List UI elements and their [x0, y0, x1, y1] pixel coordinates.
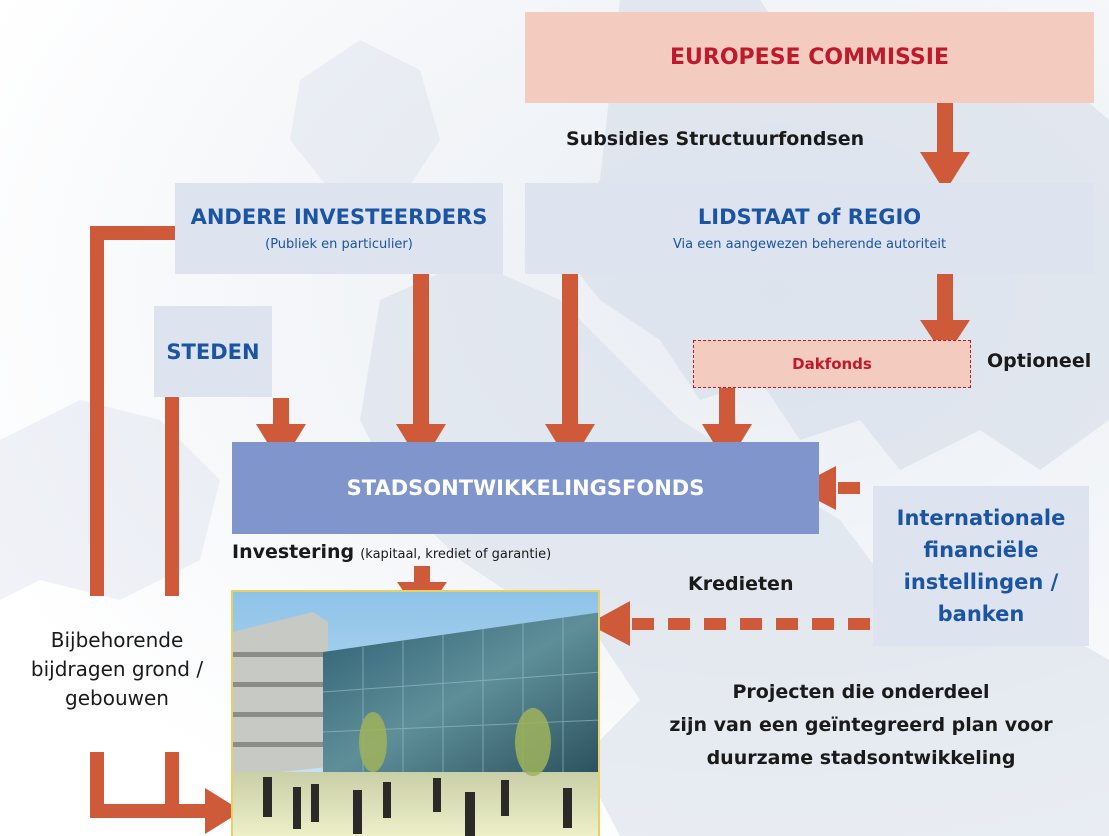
stadsontwikkelingsfonds-box: STADSONTWIKKELINGSFONDS: [232, 442, 819, 534]
dash-intl-projects-4: [740, 618, 762, 630]
dash-intl-fonds-1: [838, 482, 860, 494]
dash-intl-projects-6: [668, 618, 690, 630]
map-landmass-center: [360, 260, 1109, 836]
connector-andere-vertical-upper: [90, 226, 104, 596]
arrow-contributions-head: [205, 788, 242, 834]
projecten-line-3: duurzame stadsontwikkeling: [706, 747, 1016, 769]
dakfonds-box: Dakfonds: [693, 340, 971, 388]
photo-plaza-ground: [233, 772, 598, 836]
bijbehorende-label: Bijbehorende bijdragen grond / gebouwen: [10, 626, 224, 713]
intl-line-4: banken: [937, 602, 1025, 626]
projecten-label: Projecten die onderdeel zijn van een geï…: [637, 676, 1085, 775]
steden-box: STEDEN: [154, 306, 272, 397]
arrow-steden-to-fonds-shaft: [273, 398, 289, 426]
connector-bottom-horizontal: [90, 804, 210, 818]
projects-photo-illustration: [233, 592, 598, 836]
lidstaat-box: LIDSTAAT of REGIO Via een aangewezen beh…: [525, 183, 1094, 274]
arrow-ec-to-lidstaat-head: [920, 152, 970, 192]
arrow-andere-to-fonds-shaft: [413, 274, 429, 426]
map-island: [290, 40, 440, 200]
optioneel-label: Optioneel: [987, 350, 1092, 372]
europese-commissie-box: EUROPESE COMMISSIE: [525, 12, 1094, 103]
connector-steden-vertical-lower: [165, 752, 179, 818]
arrow-ec-to-lidstaat-shaft: [937, 103, 953, 155]
stadsontwikkelingsfonds-title: STADSONTWIKKELINGSFONDS: [346, 476, 705, 500]
connector-andere-vertical-lower: [90, 752, 104, 818]
dash-intl-projects-3: [776, 618, 798, 630]
connector-steden-vertical-upper: [165, 374, 179, 596]
arrow-lidstaat-to-dakfonds-head: [920, 320, 970, 358]
lidstaat-subtitle: Via een aangewezen beherende autoriteit: [672, 237, 947, 252]
dash-intl-projects-2: [812, 618, 834, 630]
arrow-dakfonds-to-fonds-shaft: [719, 388, 735, 426]
andere-investeerders-subtitle: (Publiek en particulier): [265, 237, 413, 252]
dash-intl-projects-1: [848, 618, 870, 630]
projecten-line-2: zijn van een geïntegreerd plan voor: [669, 714, 1053, 736]
connector-andere-horizontal: [90, 226, 175, 240]
intl-line-2: financiële: [923, 538, 1039, 562]
andere-investeerders-title: ANDERE INVESTEERDERS: [190, 205, 488, 229]
subsidies-label: Subsidies Structuurfondsen: [566, 128, 865, 150]
photo-parking-building: [233, 612, 328, 777]
andere-investeerders-box: ANDERE INVESTEERDERS (Publiek en particu…: [175, 183, 503, 274]
intl-line-1: Internationale: [896, 506, 1066, 530]
arrow-fonds-to-projects-shaft: [414, 566, 430, 584]
projecten-line-1: Projecten die onderdeel: [732, 681, 990, 703]
photo-trees: [359, 708, 551, 776]
arrow-intl-to-projects-head: [588, 601, 630, 646]
lidstaat-title: LIDSTAAT of REGIO: [697, 205, 922, 229]
photo-parking-floors: [233, 652, 328, 747]
bijbehorende-line-2: bijdragen grond /: [30, 657, 204, 681]
internationale-instellingen-box: Internationale financiële instellingen /…: [873, 486, 1089, 646]
investering-label-detail: (kapitaal, krediet of garantie): [360, 547, 552, 562]
projects-photo: [231, 590, 600, 836]
intl-line-3: instellingen /: [903, 570, 1059, 594]
bijbehorende-line-1: Bijbehorende: [50, 628, 184, 652]
steden-title: STEDEN: [166, 339, 260, 364]
investering-label: Investering (kapitaal, krediet of garant…: [232, 541, 551, 563]
dakfonds-title: Dakfonds: [792, 355, 872, 373]
arrow-lidstaat-to-dakfonds-shaft: [937, 274, 953, 322]
arrow-lidstaat-to-fonds-shaft: [562, 274, 578, 426]
dash-intl-projects-5: [704, 618, 726, 630]
bijbehorende-line-3: gebouwen: [65, 686, 169, 710]
dash-intl-projects-7: [632, 618, 654, 630]
photo-pedestrians: [263, 777, 572, 836]
investering-label-bold: Investering: [232, 541, 355, 563]
europese-commissie-title: EUROPESE COMMISSIE: [670, 45, 949, 70]
kredieten-label: Kredieten: [688, 573, 794, 595]
